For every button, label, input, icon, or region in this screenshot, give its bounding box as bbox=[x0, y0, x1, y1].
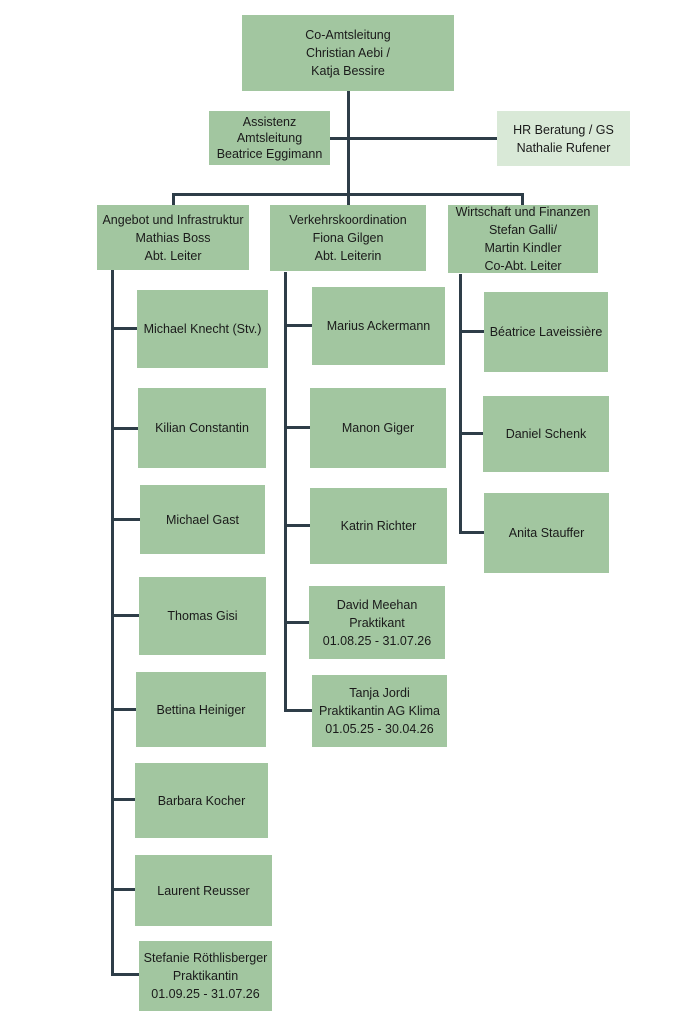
connector-stub bbox=[284, 621, 309, 624]
head-box: Co-Amtsleitung Christian Aebi / Katja Be… bbox=[242, 15, 454, 91]
member-line: 01.08.25 - 31.07.26 bbox=[322, 633, 432, 648]
department-line: Abt. Leiter bbox=[144, 248, 202, 263]
connector-stub bbox=[459, 432, 483, 435]
member-box: Béatrice Laveissière bbox=[484, 292, 608, 372]
member-line: Laurent Reusser bbox=[157, 883, 250, 898]
hr-line: HR Beratung / GS bbox=[513, 122, 614, 137]
member-box: David Meehan Praktikant 01.08.25 - 31.07… bbox=[309, 586, 445, 659]
member-box: Manon Giger bbox=[310, 388, 446, 468]
connector-stub bbox=[284, 524, 310, 527]
member-line: Praktikantin AG Klima bbox=[319, 704, 440, 718]
member-line: Bettina Heiniger bbox=[156, 702, 246, 717]
hr-box: HR Beratung / GS Nathalie Rufener bbox=[497, 111, 630, 166]
department-box: Wirtschaft und Finanzen Stefan Galli/ Ma… bbox=[448, 205, 598, 273]
member-box: Laurent Reusser bbox=[135, 855, 272, 926]
assistant-line: Beatrice Eggimann bbox=[216, 147, 323, 161]
head-line: Katja Bessire bbox=[311, 64, 385, 78]
hr-line: Nathalie Rufener bbox=[516, 140, 611, 155]
connector-stub bbox=[284, 426, 310, 429]
connector-dept2-drop bbox=[347, 193, 350, 206]
member-box: Thomas Gisi bbox=[139, 577, 266, 655]
member-line: Stefanie Röthlisberger bbox=[143, 951, 268, 965]
connector-head-trunk bbox=[347, 90, 350, 196]
connector-stub bbox=[284, 709, 312, 712]
member-box: Michael Gast bbox=[140, 485, 265, 554]
member-line: Michael Gast bbox=[166, 512, 239, 527]
member-box: Barbara Kocher bbox=[135, 763, 268, 838]
connector-stub bbox=[459, 330, 484, 333]
department-line: Wirtschaft und Finanzen bbox=[455, 205, 591, 219]
connector-hr bbox=[347, 137, 498, 140]
member-line: Tanja Jordi bbox=[349, 686, 410, 700]
connector-stub bbox=[111, 888, 135, 891]
department-line: Abt. Leiterin bbox=[314, 249, 382, 263]
connector-assistant bbox=[329, 137, 349, 140]
member-box: Anita Stauffer bbox=[484, 493, 609, 573]
connector-stub bbox=[111, 518, 140, 521]
member-line: David Meehan bbox=[336, 597, 418, 612]
member-box: Daniel Schenk bbox=[483, 396, 609, 472]
connector-stub bbox=[284, 324, 312, 327]
connector-stub bbox=[111, 427, 138, 430]
member-line: 01.09.25 - 31.07.26 bbox=[151, 987, 260, 1001]
member-line: Michael Knecht (Stv.) bbox=[143, 322, 262, 336]
department-line: Angebot und Infrastruktur bbox=[102, 212, 244, 227]
member-line: Anita Stauffer bbox=[508, 526, 585, 540]
member-line: Manon Giger bbox=[341, 421, 415, 435]
member-line: Praktikant bbox=[349, 615, 405, 630]
member-line: Barbara Kocher bbox=[157, 793, 246, 808]
member-line: Katrin Richter bbox=[340, 519, 417, 533]
connector-dept3-spine bbox=[459, 274, 462, 534]
head-line: Christian Aebi / bbox=[305, 46, 391, 60]
member-box: Michael Knecht (Stv.) bbox=[137, 290, 268, 368]
department-line: Co-Abt. Leiter bbox=[484, 259, 562, 273]
assistant-box: Assistenz Amtsleitung Beatrice Eggimann bbox=[209, 111, 330, 165]
connector-dept3-drop bbox=[521, 193, 524, 206]
member-line: Thomas Gisi bbox=[167, 609, 238, 623]
member-line: Praktikantin bbox=[172, 969, 239, 983]
connector-dept2-spine bbox=[284, 272, 287, 712]
connector-dept1-drop bbox=[172, 193, 175, 206]
member-line: Daniel Schenk bbox=[505, 427, 587, 441]
member-line: Marius Ackermann bbox=[326, 319, 431, 333]
connector-dept1-spine bbox=[111, 270, 114, 976]
member-line: 01.05.25 - 30.04.26 bbox=[325, 722, 434, 736]
connector-stub bbox=[111, 327, 137, 330]
member-box: Marius Ackermann bbox=[312, 287, 445, 365]
member-box: Tanja Jordi Praktikantin AG Klima 01.05.… bbox=[312, 675, 447, 747]
member-box: Bettina Heiniger bbox=[136, 672, 266, 747]
head-line: Co-Amtsleitung bbox=[305, 28, 391, 42]
department-line: Verkehrskoordination bbox=[289, 213, 407, 227]
connector-stub bbox=[111, 798, 135, 801]
connector-stub bbox=[111, 708, 136, 711]
department-box: Verkehrskoordination Fiona Gilgen Abt. L… bbox=[270, 205, 426, 271]
connector-stub bbox=[111, 973, 139, 976]
assistant-line: Assistenz bbox=[242, 115, 297, 129]
department-line: Martin Kindler bbox=[484, 241, 562, 255]
member-line: Kilian Constantin bbox=[155, 421, 249, 435]
member-box: Stefanie Röthlisberger Praktikantin 01.0… bbox=[139, 941, 272, 1011]
department-line: Stefan Galli/ bbox=[488, 223, 558, 237]
connector-stub bbox=[459, 531, 484, 534]
department-box: Angebot und Infrastruktur Mathias Boss A… bbox=[97, 205, 249, 270]
member-box: Kilian Constantin bbox=[138, 388, 266, 468]
assistant-line: Amtsleitung bbox=[236, 131, 303, 145]
member-box: Katrin Richter bbox=[310, 488, 447, 564]
department-line: Fiona Gilgen bbox=[312, 231, 384, 245]
department-line: Mathias Boss bbox=[135, 230, 211, 245]
connector-stub bbox=[111, 614, 139, 617]
member-line: Béatrice Laveissière bbox=[489, 325, 603, 339]
